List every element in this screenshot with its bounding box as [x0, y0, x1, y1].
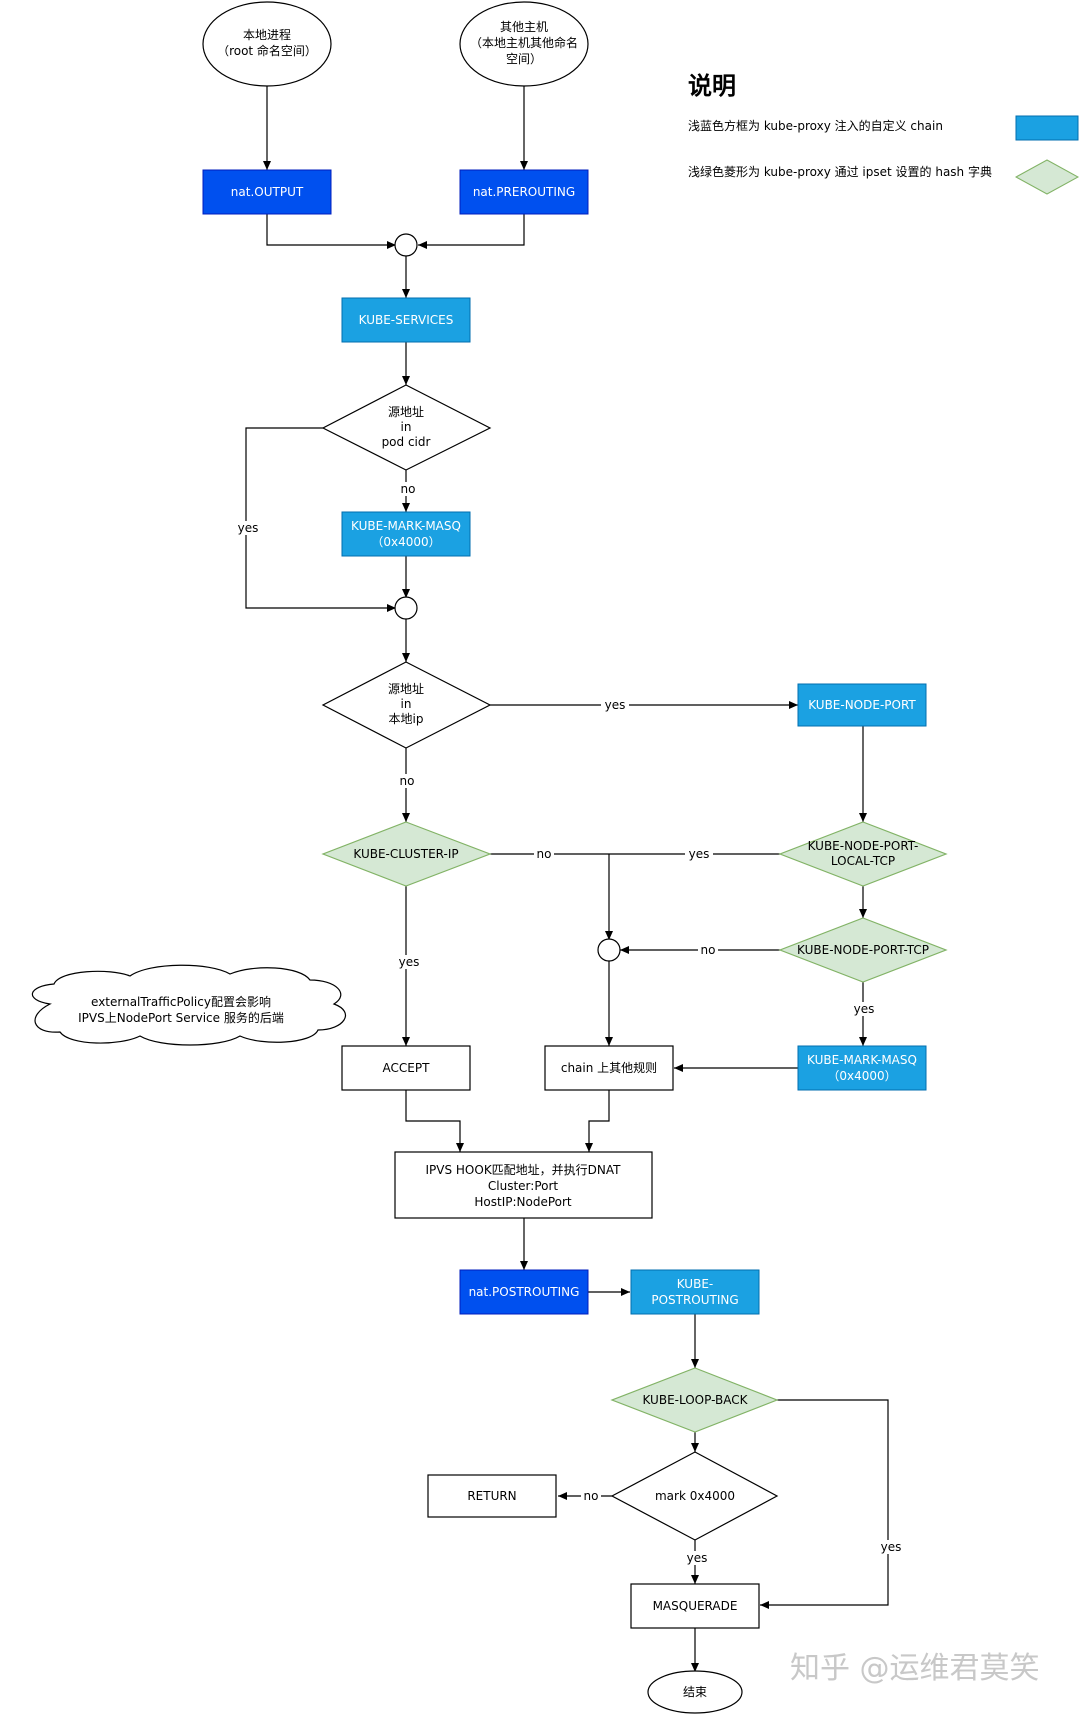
- ipvs-hook-line1: IPVS HOOK匹配地址，并执行DNAT: [425, 1163, 621, 1177]
- kube-mark-masq-2-line1: KUBE-MARK-MASQ: [807, 1053, 917, 1067]
- node-ipvs-hook: IPVS HOOK匹配地址，并执行DNAT Cluster:Port HostI…: [394, 1151, 653, 1219]
- ipvs-hook-line2: Cluster:Port: [488, 1179, 559, 1193]
- edge-label-nodeporttcp-yes: yes: [854, 1002, 875, 1016]
- kube-postrouting-line2: POSTROUTING: [651, 1293, 738, 1307]
- kube-loop-back-label: KUBE-LOOP-BACK: [643, 1393, 749, 1407]
- local-process-line1: 本地进程: [243, 27, 291, 42]
- local-tcp-line1: KUBE-NODE-PORT-: [808, 839, 919, 853]
- node-return: RETURN: [427, 1474, 557, 1518]
- legend-blue-desc: 浅蓝色方框为 kube-proxy 注入的自定义 chain: [688, 118, 943, 133]
- node-nat-prerouting: nat.PREROUTING: [459, 169, 589, 215]
- ipset-kube-node-port-local-tcp: KUBE-NODE-PORT- LOCAL-TCP: [778, 821, 948, 887]
- merge-point-2: [394, 596, 418, 620]
- edge-label-podcidr-no: no: [401, 482, 416, 496]
- local-ip-line1: 源地址: [388, 682, 424, 696]
- ipset-kube-node-port-tcp: KUBE-NODE-PORT-TCP: [778, 917, 948, 983]
- local-tcp-line2: LOCAL-TCP: [831, 854, 895, 868]
- mark-check-label: mark 0x4000: [655, 1489, 735, 1503]
- edge-label-localip-yes: yes: [605, 698, 626, 712]
- edge-label-clusterip-no: no: [537, 847, 552, 861]
- pod-cidr-line1: 源地址: [388, 405, 424, 419]
- note-line1: externalTrafficPolicy配置会影响: [91, 994, 271, 1009]
- node-nat-postrouting: nat.POSTROUTING: [459, 1269, 589, 1315]
- edge-label-loopback-yes: yes: [881, 1540, 902, 1554]
- node-local-process: 本地进程 （root 命名空间）: [202, 1, 332, 87]
- edge-label-localtcp-yes: yes: [689, 847, 710, 861]
- kube-mark-masq-1-line1: KUBE-MARK-MASQ: [351, 519, 461, 533]
- edge-label-mark-yes: yes: [687, 1551, 708, 1565]
- nat-postrouting-label: nat.POSTROUTING: [469, 1285, 580, 1299]
- merge-point-1: [394, 233, 418, 257]
- other-host-line2: （本地主机其他命名: [470, 35, 578, 50]
- pod-cidr-line2: in: [401, 420, 412, 434]
- kube-mark-masq-2-line2: （0x4000）: [827, 1069, 896, 1083]
- node-kube-node-port: KUBE-NODE-PORT: [797, 683, 927, 727]
- edge-prerouting-to-merge1: [418, 214, 525, 249]
- node-accept: ACCEPT: [341, 1045, 471, 1091]
- legend-blue-swatch: [1015, 115, 1079, 141]
- legend-title: 说明: [688, 72, 736, 100]
- decision-src-in-local-ip: 源地址 in 本地ip: [321, 661, 492, 749]
- node-end: 结束: [647, 1670, 743, 1714]
- chain-other-rules-label: chain 上其他规则: [561, 1060, 657, 1075]
- edge-podcidr-yes: [245, 427, 396, 612]
- end-label: 结束: [683, 1685, 707, 1699]
- edge-loopback-yes: [760, 1399, 889, 1609]
- merge-point-3: [597, 938, 621, 962]
- kube-cluster-ip-label: KUBE-CLUSTER-IP: [353, 847, 458, 861]
- kube-services-label: KUBE-SERVICES: [359, 313, 454, 327]
- return-label: RETURN: [467, 1489, 516, 1503]
- node-kube-services: KUBE-SERVICES: [341, 297, 471, 343]
- note-line2: IPVS上NodePort Service 服务的后端: [78, 1010, 284, 1025]
- ipset-kube-cluster-ip: KUBE-CLUSTER-IP: [321, 821, 492, 887]
- node-masquerade: MASQUERADE: [630, 1583, 760, 1629]
- legend-green-swatch: [1014, 159, 1080, 195]
- node-kube-mark-masq-1: KUBE-MARK-MASQ （0x4000）: [341, 511, 471, 557]
- edge-label-nodeporttcp-no: no: [701, 943, 716, 957]
- node-chain-other-rules: chain 上其他规则: [544, 1045, 674, 1091]
- legend-green-desc: 浅绿色菱形为 kube-proxy 通过 ipset 设置的 hash 字典: [688, 164, 992, 179]
- local-ip-line2: in: [401, 697, 412, 711]
- accept-label: ACCEPT: [383, 1061, 431, 1075]
- local-ip-line3: 本地ip: [389, 712, 424, 726]
- kube-postrouting-line1: KUBE-: [677, 1277, 713, 1291]
- decision-mark-0x4000: mark 0x4000: [610, 1451, 779, 1541]
- kube-mark-masq-1-line2: （0x4000）: [371, 535, 440, 549]
- edge-label-localip-no: no: [400, 774, 415, 788]
- local-process-line2: （root 命名空间）: [217, 43, 317, 58]
- legend: 说明 浅蓝色方框为 kube-proxy 注入的自定义 chain 浅绿色菱形为…: [688, 72, 1080, 195]
- other-host-line1: 其他主机: [500, 20, 548, 34]
- watermark: 知乎 @运维君莫笑: [790, 1651, 1040, 1686]
- nat-output-label: nat.OUTPUT: [231, 185, 304, 199]
- kube-node-port-label: KUBE-NODE-PORT: [808, 698, 916, 712]
- kube-node-port-tcp-label: KUBE-NODE-PORT-TCP: [797, 943, 929, 957]
- node-other-host: 其他主机 （本地主机其他命名 空间）: [459, 1, 589, 87]
- other-host-line3: 空间）: [506, 52, 542, 66]
- pod-cidr-line3: pod cidr: [382, 435, 431, 449]
- edge-label-clusterip-yes: yes: [399, 955, 420, 969]
- node-nat-output: nat.OUTPUT: [202, 169, 332, 215]
- note-external-traffic-policy: externalTrafficPolicy配置会影响 IPVS上NodePort…: [31, 964, 347, 1046]
- edge-output-to-merge1: [266, 214, 396, 249]
- decision-src-in-pod-cidr: 源地址 in pod cidr: [321, 384, 492, 471]
- edge-labels: no yes yes no no yes no yes yes no yes y…: [234, 482, 905, 1565]
- ipset-kube-loop-back: KUBE-LOOP-BACK: [610, 1367, 779, 1433]
- edge-label-podcidr-yes: yes: [238, 521, 259, 535]
- node-kube-mark-masq-2: KUBE-MARK-MASQ （0x4000）: [797, 1045, 927, 1091]
- node-kube-postrouting: KUBE- POSTROUTING: [630, 1269, 760, 1315]
- nat-prerouting-label: nat.PREROUTING: [473, 185, 575, 199]
- edge-chain-to-ipvs: [585, 1090, 610, 1152]
- ipvs-hook-line3: HostIP:NodePort: [474, 1195, 572, 1209]
- masquerade-label: MASQUERADE: [653, 1599, 738, 1613]
- edge-accept-to-ipvs: [405, 1090, 464, 1152]
- edge-label-mark-no: no: [584, 1489, 599, 1503]
